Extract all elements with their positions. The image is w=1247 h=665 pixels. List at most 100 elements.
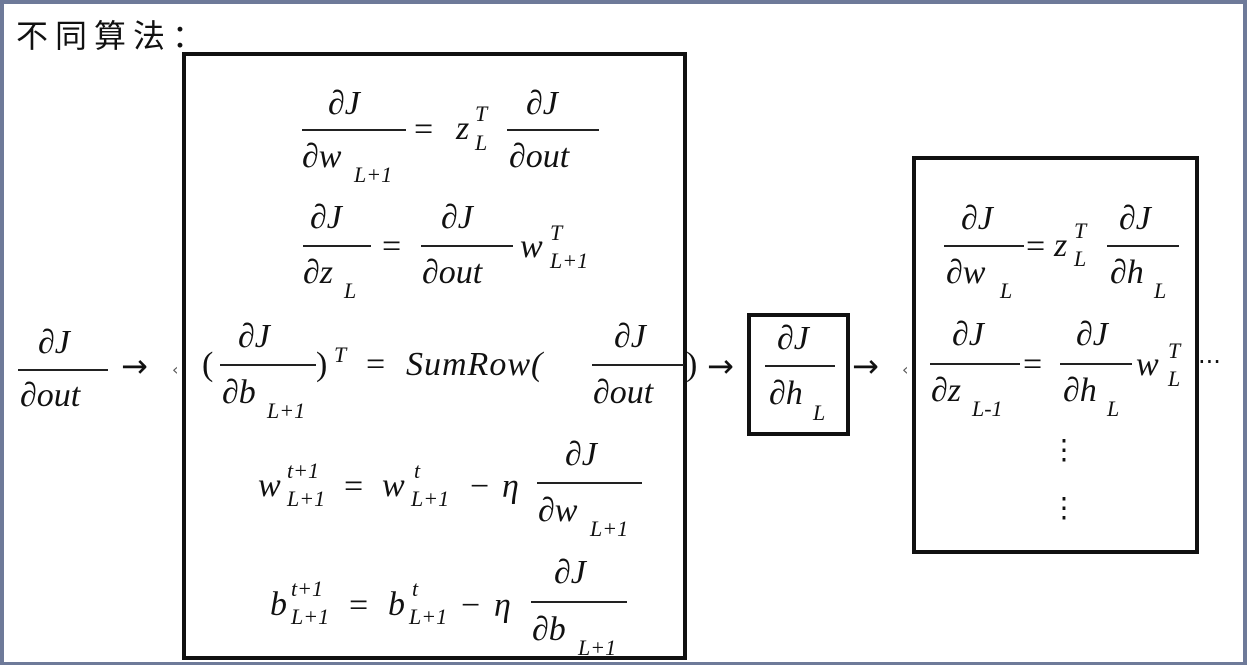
fraction-bar [765, 365, 835, 367]
minus: − [461, 587, 481, 624]
variable: w [258, 467, 281, 504]
variable: z [456, 110, 470, 147]
numerator: ∂J [526, 85, 558, 122]
right-arrow-icon: → [707, 347, 734, 385]
right-paren: ) [686, 346, 698, 383]
vertical-ellipsis: ⋮ [1050, 491, 1078, 524]
left-paren: ( [202, 346, 214, 383]
subscript: L [1000, 278, 1013, 303]
denominator: ∂out [422, 254, 483, 291]
fraction-bar [537, 482, 642, 484]
brace-icon: ‹ [172, 360, 179, 379]
sumrow-function: SumRow( [406, 346, 544, 383]
subscript: L+1 [550, 248, 589, 273]
fraction-bar [303, 245, 371, 247]
fraction-bar [930, 363, 1020, 365]
denominator: ∂h [1110, 254, 1144, 291]
vertical-ellipsis: ⋮ [1050, 433, 1078, 466]
denominator: ∂h [769, 375, 803, 412]
denominator: ∂w [946, 254, 986, 291]
fraction-bar [1060, 363, 1132, 365]
variable: z [1054, 227, 1068, 264]
subscript: L [344, 278, 357, 303]
equals: = [366, 346, 386, 383]
slide-title: 不同算法： [16, 17, 212, 55]
numerator: ∂J [38, 324, 70, 361]
equals: = [382, 228, 402, 265]
fraction-bar [421, 245, 513, 247]
horizontal-ellipsis: ··· [1198, 348, 1221, 376]
equals: = [414, 111, 434, 148]
subscript: L+1 [411, 486, 450, 511]
superscript: t+1 [291, 576, 323, 601]
right-paren: ) [316, 346, 328, 383]
numerator: ∂J [565, 436, 597, 473]
fraction-bar [18, 369, 108, 371]
variable: b [388, 586, 405, 623]
equals: = [1023, 346, 1043, 383]
subscript: L [813, 400, 826, 425]
superscript: T [1074, 218, 1087, 243]
subscript: L+1 [578, 635, 617, 660]
equals: = [349, 587, 369, 624]
numerator: ∂J [1119, 200, 1151, 237]
variable: w [520, 228, 543, 265]
numerator: ∂J [328, 85, 360, 122]
numerator: ∂J [1076, 316, 1108, 353]
subscript: L+1 [409, 604, 448, 629]
superscript: t [412, 576, 419, 601]
numerator: ∂J [310, 199, 342, 236]
denominator: ∂b [222, 374, 256, 411]
subscript: L [1107, 396, 1120, 421]
superscript: t [414, 458, 421, 483]
minus: − [470, 468, 490, 505]
eta: η [494, 587, 511, 624]
numerator: ∂J [777, 320, 809, 357]
equals: = [1026, 228, 1046, 265]
numerator: ∂J [554, 554, 586, 591]
denominator: ∂z [303, 254, 334, 291]
equals: = [344, 468, 364, 505]
variable: b [270, 586, 287, 623]
numerator: ∂J [961, 200, 993, 237]
denominator: ∂out [593, 374, 654, 411]
superscript: T [334, 342, 347, 367]
variable: w [382, 467, 405, 504]
denominator: ∂out [20, 377, 81, 414]
output-layer-box [182, 52, 687, 660]
brace-icon: ‹ [902, 360, 909, 379]
fraction-bar [220, 364, 316, 366]
right-arrow-icon: → [852, 347, 879, 385]
numerator: ∂J [614, 318, 646, 355]
fraction-bar [507, 129, 599, 131]
denominator: ∂w [302, 138, 342, 175]
subscript: L-1 [972, 396, 1003, 421]
denominator: ∂h [1063, 372, 1097, 409]
subscript: L [475, 130, 488, 155]
fraction-bar [1107, 245, 1179, 247]
fraction-bar [302, 129, 406, 131]
denominator: ∂w [538, 492, 578, 529]
denominator: ∂out [509, 138, 570, 175]
superscript: T [1168, 338, 1181, 363]
numerator: ∂J [952, 316, 984, 353]
fraction-bar [944, 245, 1024, 247]
subscript: L+1 [291, 604, 330, 629]
subscript: L [1074, 246, 1087, 271]
variable: w [1136, 346, 1159, 383]
denominator: ∂b [532, 611, 566, 648]
denominator: ∂z [931, 372, 962, 409]
numerator: ∂J [238, 318, 270, 355]
subscript: L+1 [287, 486, 326, 511]
subscript: L+1 [590, 516, 629, 541]
subscript: L [1154, 278, 1167, 303]
hidden-gradient-box [747, 313, 850, 436]
hidden-layer-box [912, 156, 1199, 554]
numerator: ∂J [441, 199, 473, 236]
fraction-bar [531, 601, 627, 603]
superscript: T [550, 220, 563, 245]
right-arrow-icon: → [121, 347, 148, 385]
subscript: L+1 [354, 162, 393, 187]
superscript: T [475, 101, 488, 126]
